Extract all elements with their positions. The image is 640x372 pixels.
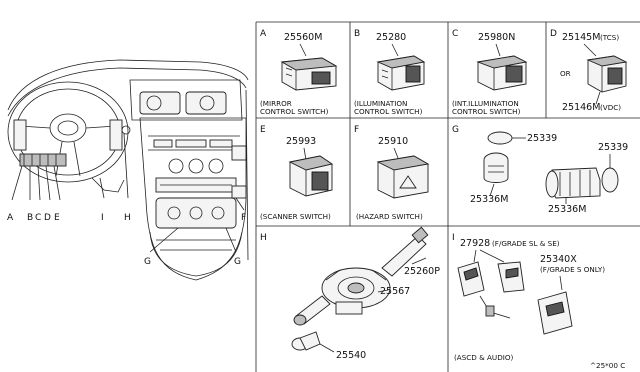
- dashboard-callouts: A B C D E I H F G G: [7, 213, 246, 267]
- panel-i: I 27928 (F/GRADE SL & SE) 25340X (F/GRAD…: [452, 233, 605, 362]
- callout-g-right: G: [234, 257, 241, 267]
- part-number-25340x: 25340X: [540, 254, 577, 265]
- panel-f: F 25910 (HAZARD SWITCH): [354, 125, 430, 221]
- illumination-control-switch: [376, 55, 426, 91]
- or-label: OR: [560, 69, 571, 78]
- part-number-25336m-b: 25336M: [548, 204, 586, 215]
- panel-grid: [255, 21, 640, 372]
- part-note-25340x: (F/GRADE S ONLY): [540, 265, 605, 274]
- combination-switch: [293, 226, 429, 326]
- caption-c-1: (INT.ILLUMINATION: [452, 99, 519, 108]
- panel-e: E 25993 (SCANNER SWITCH): [260, 125, 334, 221]
- caption-f: (HAZARD SWITCH): [356, 212, 423, 221]
- diagram-code: ^25*00 C: [590, 361, 625, 370]
- steering-switch-left: [457, 261, 485, 297]
- part-note-vdc: (VDC): [600, 103, 621, 112]
- part-number-25260p: 25260P: [404, 266, 440, 277]
- hazard-triangle-icon: [399, 175, 417, 189]
- panel-letter-c: C: [452, 29, 458, 39]
- caption-e: (SCANNER SWITCH): [260, 212, 331, 221]
- panel-letter-d: D: [550, 29, 557, 39]
- panel-letter-i: I: [452, 233, 455, 243]
- caption-c-2: CONTROL SWITCH): [452, 107, 521, 116]
- callout-c: C: [35, 213, 41, 223]
- panel-letter-g: G: [452, 125, 459, 135]
- panel-letter-a: A: [260, 29, 267, 39]
- tcs-vdc-switch: [586, 55, 628, 93]
- caption-b-2: CONTROL SWITCH): [354, 107, 423, 116]
- caption-a-2: CONTROL SWITCH): [260, 107, 329, 116]
- panel-h: H 25260P 25567 25540: [260, 226, 440, 361]
- clock-spring: [291, 331, 321, 351]
- scanner-switch: [288, 155, 334, 197]
- caption-b-1: (ILLUMINATION: [354, 99, 407, 108]
- callout-f: F: [241, 213, 246, 223]
- part-number-27928: 27928: [460, 238, 490, 249]
- part-number-25339-a: 25339: [527, 133, 557, 144]
- panel-letter-b: B: [354, 29, 360, 39]
- part-number-25993: 25993: [286, 136, 316, 147]
- part-number-25336m-a: 25336M: [470, 194, 508, 205]
- caption-a-1: (MIRROR: [260, 99, 292, 108]
- part-number-25146m: 25146M: [562, 102, 600, 113]
- panel-b: B 25280 (ILLUMINATION CONTROL SWITCH): [354, 29, 426, 116]
- panel-letter-e: E: [260, 125, 266, 135]
- callout-e: E: [54, 213, 60, 223]
- socket-right: [545, 167, 601, 199]
- int-illumination-control-switch: [476, 55, 528, 91]
- part-number-25280: 25280: [376, 32, 406, 43]
- panel-d: D 25145M (TCS) OR 25146M (VDC): [550, 29, 628, 113]
- callout-g-left: G: [144, 257, 151, 267]
- part-number-25980n: 25980N: [478, 32, 515, 43]
- part-number-25145m: 25145M: [562, 32, 600, 43]
- dashboard-illustration: [7, 59, 249, 281]
- part-number-25560m: 25560M: [284, 32, 322, 43]
- panel-letter-f: F: [354, 125, 359, 135]
- hazard-switch: [376, 155, 430, 199]
- part-note-27928: (F/GRADE SL & SE): [492, 239, 560, 248]
- part-note-tcs: (TCS): [600, 33, 619, 42]
- panel-letter-h: H: [260, 233, 267, 243]
- switch-harness: [485, 305, 495, 317]
- callout-h: H: [124, 213, 131, 223]
- part-number-25910: 25910: [378, 136, 408, 147]
- steering-switch-right: [497, 261, 525, 293]
- mirror-control-switch: [280, 57, 338, 91]
- caption-i: (ASCD & AUDIO): [454, 353, 513, 362]
- socket-left: [483, 152, 509, 183]
- part-number-25540: 25540: [336, 350, 366, 361]
- cigar-cap-left: [487, 131, 513, 145]
- callout-i: I: [101, 213, 104, 223]
- callout-a: A: [7, 213, 14, 223]
- panel-a: A 25560M (MIRROR CONTROL SWITCH): [260, 29, 338, 116]
- panel-c: C 25980N (INT.ILLUMINATION CONTROL SWITC…: [452, 29, 528, 116]
- cigar-cap-right: [601, 167, 619, 193]
- callout-b: B: [27, 213, 33, 223]
- panel-g: G 25339 25336M 25339 25336M: [452, 125, 628, 215]
- part-number-25339-b: 25339: [598, 142, 628, 153]
- part-number-25567: 25567: [380, 286, 410, 297]
- asc-switch: [537, 291, 573, 335]
- callout-d: D: [44, 213, 51, 223]
